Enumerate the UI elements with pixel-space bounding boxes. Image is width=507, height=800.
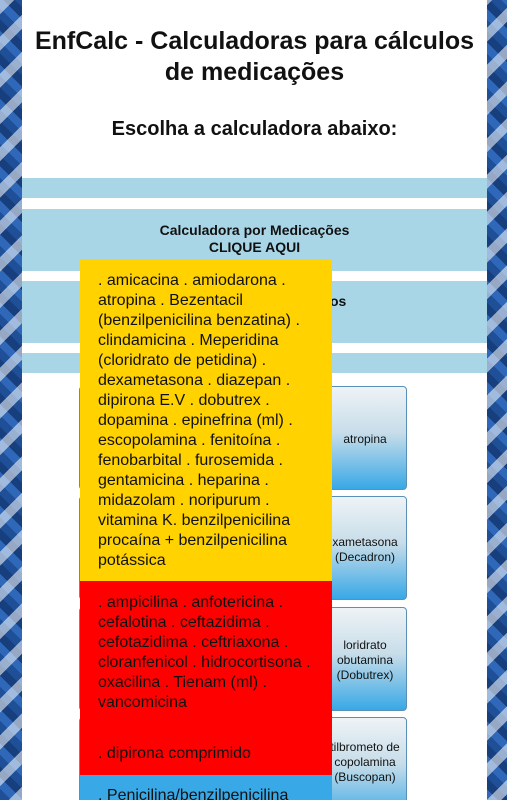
menu-band-top	[22, 178, 487, 198]
calc-button-label: loridrato obutamina (Dobutrex)	[336, 638, 394, 682]
dropdown-group-red[interactable]: . ampicilina . anfotericina . cefalotina…	[80, 581, 332, 775]
calc-button-label: xametasona (Decadron)	[332, 535, 398, 564]
page-subtitle: Escolha a calculadora abaixo:	[111, 118, 398, 140]
dropdown-group-yellow-text: . amicacina . amiodarona . atropina . Be…	[98, 272, 300, 569]
menu-item-medicacoes-cta: CLIQUE AQUI	[208, 239, 301, 255]
dropdown-group-blue[interactable]: . Penicilina/benzilpenicilina	[80, 775, 332, 800]
calc-button-label: tilbrometo de copolamina (Buscopan)	[330, 740, 400, 784]
page-container: EnfCalc - Calculadoras para cálculos de …	[22, 0, 487, 800]
dropdown-group-blue-text: . Penicilina/benzilpenicilina	[98, 787, 289, 800]
dropdown-group-red-text: . ampicilina . anfotericina . cefalotina…	[98, 594, 311, 711]
menu-item-medicacoes-label: Calculadora por Medicações	[159, 222, 350, 238]
dropdown-group-oral-text[interactable]: . dipirona comprimido	[98, 745, 251, 762]
medication-dropdown: . amicacina . amiodarona . atropina . Be…	[80, 259, 332, 800]
dropdown-group-yellow[interactable]: . amicacina . amiodarona . atropina . Be…	[80, 259, 332, 581]
page-title: EnfCalc - Calculadoras para cálculos de …	[34, 27, 475, 86]
calc-button-label: atropina	[343, 432, 387, 446]
